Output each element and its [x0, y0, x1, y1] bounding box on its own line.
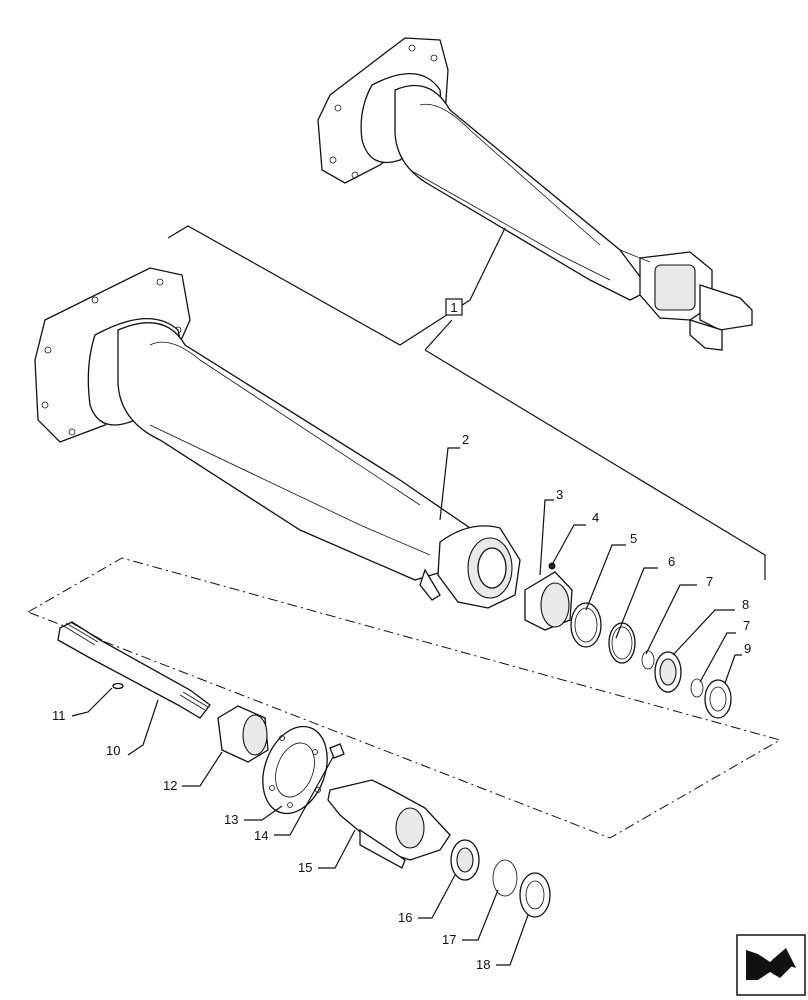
part-9-seal: [704, 679, 732, 719]
callout-12: 12: [163, 778, 177, 793]
callout-6: 6: [668, 554, 675, 569]
part-11-key: [112, 682, 124, 690]
callout-10: 10: [106, 743, 120, 758]
part-8-bearing: [654, 651, 682, 693]
callout-15: 15: [298, 860, 312, 875]
callout-18: 18: [476, 957, 490, 972]
callout-14: 14: [254, 828, 268, 843]
part-16-bearing: [450, 839, 480, 881]
callout-8: 8: [742, 597, 749, 612]
callout-13: 13: [224, 812, 238, 827]
assembly-label-text: 1: [450, 300, 457, 315]
part-5-ring: [570, 602, 602, 648]
part-12-bushing: [217, 705, 269, 763]
part-3-bearing-carrier: [524, 571, 573, 631]
callout-7b: 7: [743, 618, 750, 633]
upper-axle-housing: [317, 37, 753, 351]
part-17-snap-ring: [492, 859, 518, 897]
callout-4: 4: [592, 510, 599, 525]
assembly-label-1: 1: [445, 298, 463, 316]
callout-5: 5: [630, 531, 637, 546]
part-18-washer: [519, 872, 551, 918]
part-15-hub-housing: [327, 779, 451, 869]
callout-3: 3: [556, 487, 563, 502]
part-6-snap-ring: [608, 622, 636, 664]
part-14-bolt: [329, 743, 345, 759]
part-7-circlip-a: [641, 650, 655, 670]
callout-17: 17: [442, 932, 456, 947]
kit-boundary: [26, 557, 782, 839]
callout-11: 11: [52, 708, 66, 723]
part-10-shaft: [57, 621, 211, 719]
leader-lines: [71, 447, 742, 966]
callout-2: 2: [462, 432, 469, 447]
callout-9: 9: [744, 641, 751, 656]
assembly-bracket-lines: [167, 225, 766, 580]
part-7-circlip-b: [690, 678, 704, 698]
lower-axle-housing: [34, 267, 521, 609]
callout-16: 16: [398, 910, 412, 925]
part-4-grease-fitting: [548, 562, 556, 570]
callout-7a: 7: [706, 574, 713, 589]
next-page-arrow-icon[interactable]: [736, 934, 806, 996]
part-13-flange-plate: [262, 725, 328, 815]
callout-labels: 2 3 4 5 6 7 8 7 9 10 11 12 13 14 15 16 1…: [52, 432, 751, 972]
